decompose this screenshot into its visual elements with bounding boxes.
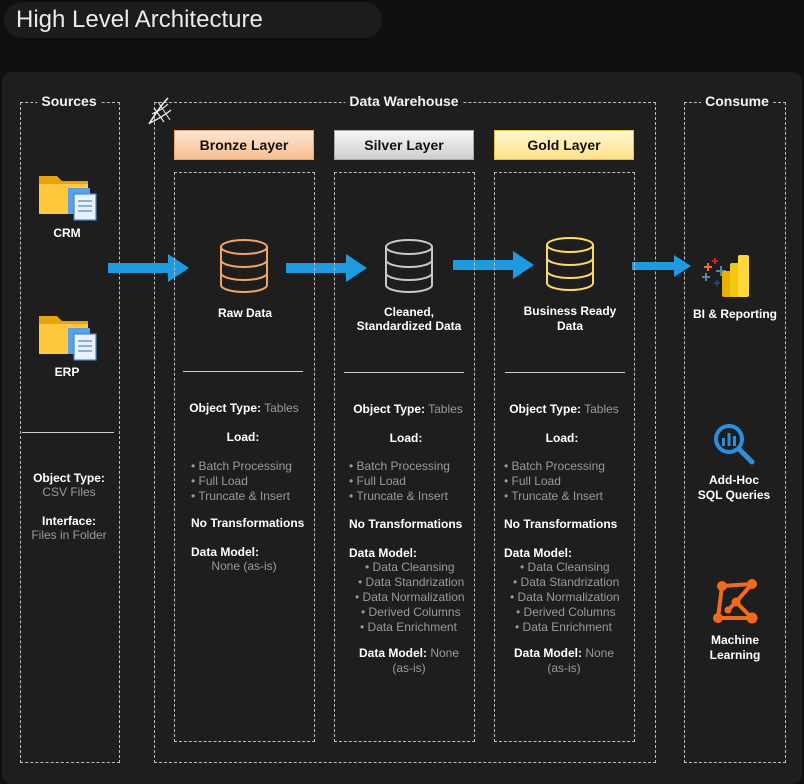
source-label-erp: ERP — [54, 365, 80, 379]
silver-db-label-line1: Cleaned, — [383, 305, 435, 319]
silver-transformations: No Transformations — [349, 517, 463, 531]
silver-database-icon — [384, 238, 434, 294]
source-label-crm: CRM — [53, 226, 81, 240]
bronze-divider — [183, 371, 303, 372]
consume-section-label: Consume — [701, 93, 773, 109]
gold-data-model-2: Data Model: None — [513, 646, 615, 660]
bronze-database-icon — [219, 238, 269, 294]
gold-layer-box — [494, 172, 635, 742]
consume-label-ml-line1: Machine — [710, 633, 760, 647]
sql-server-icon — [146, 96, 174, 126]
page-title: High Level Architecture — [16, 6, 263, 33]
silver-load-list: • Batch Processing • Full Load • Truncat… — [349, 459, 450, 503]
network-graph-icon — [712, 578, 762, 626]
silver-object-type: Object Type: Tables — [353, 402, 463, 416]
silver-db-label-line2: Standardized Data — [356, 319, 462, 333]
gold-data-model-2-value: (as-is) — [547, 661, 581, 675]
silver-model-list: • Data Cleansing • Data Standrization • … — [355, 560, 465, 634]
crm-folder-icon — [38, 170, 98, 222]
consume-label-bi: BI & Reporting — [693, 307, 777, 321]
gold-load-list: • Batch Processing • Full Load • Truncat… — [504, 459, 605, 503]
bronze-load-label: Load: — [226, 430, 260, 444]
bronze-load-list: • Batch Processing • Full Load • Truncat… — [191, 459, 292, 503]
gold-model-list: • Data Cleansing • Data Standrization • … — [510, 560, 620, 634]
silver-data-model-label: Data Model: — [349, 546, 418, 560]
arrow-sources-to-bronze — [108, 253, 190, 283]
gold-db-label-line1: Business Ready — [523, 304, 617, 318]
arrow-bronze-to-silver — [286, 253, 368, 283]
arrow-silver-to-gold — [453, 250, 535, 280]
consume-label-sql-line2: SQL Queries — [697, 488, 771, 502]
gold-object-type: Object Type: Tables — [509, 402, 619, 416]
gold-data-model-label: Data Model: — [504, 546, 573, 560]
sources-object-type-value: CSV Files — [42, 485, 96, 499]
consume-label-ml-line2: Learning — [709, 648, 761, 662]
bronze-layer-box — [174, 172, 315, 742]
consume-label-sql-line1: Add-Hoc — [709, 473, 759, 487]
sources-divider — [22, 432, 114, 433]
warehouse-section-label: Data Warehouse — [345, 93, 463, 109]
bronze-object-type: Object Type: Tables — [189, 401, 299, 415]
bronze-data-model-label: Data Model: — [191, 545, 260, 559]
sources-object-type-label: Object Type: — [33, 471, 105, 485]
bronze-transformations: No Transformations — [191, 516, 305, 530]
silver-layer-box — [334, 172, 475, 742]
silver-divider — [344, 372, 464, 373]
gold-transformations: No Transformations — [504, 517, 618, 531]
diagram-canvas — [2, 72, 802, 784]
gold-divider — [505, 372, 625, 373]
silver-data-model-2-value: (as-is) — [392, 661, 426, 675]
silver-data-model-2: Data Model: None — [358, 646, 460, 660]
silver-load-label: Load: — [389, 431, 423, 445]
gold-load-label: Load: — [545, 431, 579, 445]
gold-db-label-line2: Data — [556, 319, 584, 333]
silver-layer-header: Silver Layer — [334, 130, 474, 160]
title-bar — [4, 2, 382, 38]
gold-layer-header: Gold Layer — [494, 130, 634, 160]
bronze-layer-header: Bronze Layer — [174, 130, 314, 160]
power-bi-icon — [700, 253, 756, 299]
bronze-data-model-value: None (as-is) — [211, 559, 277, 573]
arrow-gold-to-consume — [632, 254, 692, 278]
sources-section-label: Sources — [37, 93, 101, 109]
erp-folder-icon — [38, 310, 98, 362]
search-chart-icon — [712, 422, 756, 466]
sources-interface-value: Files in Folder — [31, 528, 107, 542]
sources-interface-label: Interface: — [41, 514, 97, 528]
bronze-db-label: Raw Data — [217, 306, 273, 320]
gold-database-icon — [545, 236, 595, 292]
